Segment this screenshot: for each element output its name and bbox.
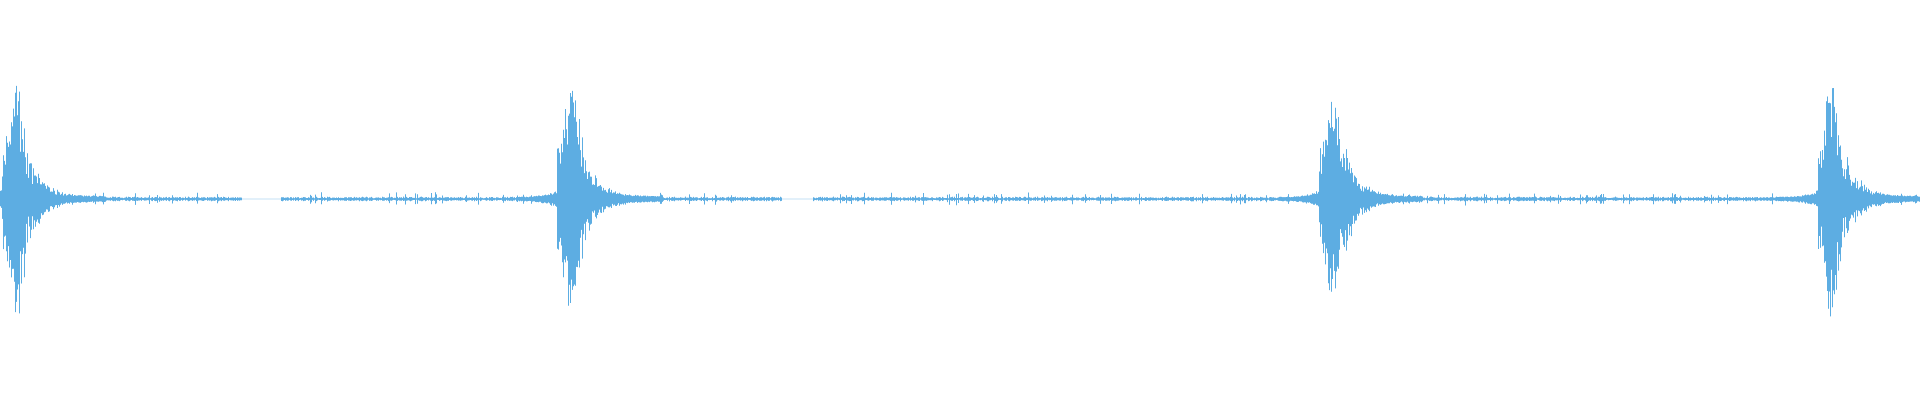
waveform-trace bbox=[0, 81, 1920, 317]
burst-3 bbox=[1319, 81, 1347, 317]
burst-4 bbox=[1818, 81, 1846, 317]
burst-2 bbox=[556, 81, 584, 317]
waveform-path bbox=[0, 85, 1920, 317]
burst-1 bbox=[1, 81, 29, 317]
